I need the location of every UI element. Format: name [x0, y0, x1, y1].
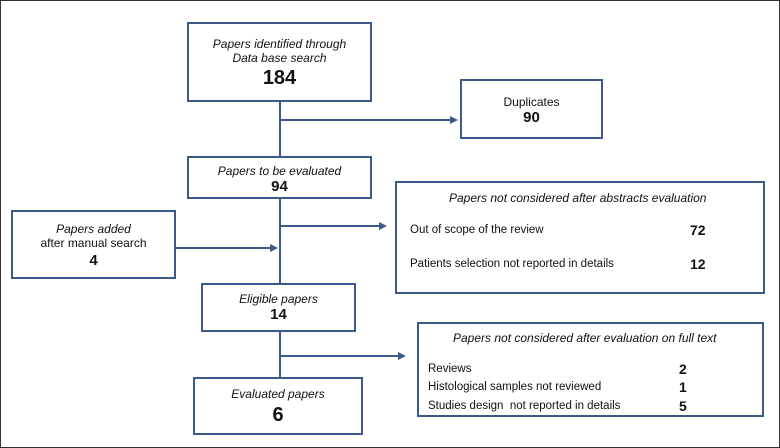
- main-connector-2: [279, 198, 281, 284]
- manual-line1: Papers added: [56, 222, 131, 236]
- eligible-count: 14: [270, 306, 287, 323]
- abstract-excl-connector: [280, 225, 380, 227]
- identified-line1: Papers identified through: [212, 37, 347, 51]
- evaluated-box: Evaluated papers 6: [193, 377, 363, 435]
- identified-box: Papers identified through Data base sear…: [187, 22, 372, 102]
- manual-line2: after manual search: [40, 236, 147, 250]
- to-evaluate-count: 94: [271, 178, 288, 195]
- duplicates-box: Duplicates 90: [460, 79, 603, 139]
- eligible-box: Eligible papers 14: [201, 283, 356, 332]
- abstract-exclusion-row-count: 72: [690, 222, 706, 238]
- main-connector-1: [279, 101, 281, 157]
- abstract-exclusion-title: Papers not considered after abstracts ev…: [449, 191, 707, 205]
- abstract-exclusion-row-label: Patients selection not reported in detai…: [410, 258, 614, 270]
- fulltext-exclusion-row-label: Reviews: [428, 363, 472, 375]
- manual-count: 4: [89, 252, 98, 269]
- identified-count: 184: [262, 67, 297, 89]
- fulltext-excl-connector: [280, 355, 399, 357]
- duplicates-connector: [280, 119, 451, 121]
- manual-search-box: Papers added after manual search 4: [11, 210, 176, 279]
- abstract-exclusion-row-count: 12: [690, 256, 706, 272]
- fulltext-exclusion-title: Papers not considered after evaluation o…: [453, 331, 717, 345]
- abstract-excl-arrow: [379, 222, 387, 230]
- fulltext-exclusion-box: Papers not considered after evaluation o…: [417, 322, 764, 417]
- fulltext-exclusion-row-count: 5: [679, 398, 687, 414]
- fulltext-exclusion-row-count: 1: [679, 379, 687, 395]
- fulltext-exclusion-row-label: Histological samples not reviewed: [428, 381, 602, 393]
- identified-line2: Data base search: [232, 51, 327, 65]
- duplicates-label: Duplicates: [503, 95, 560, 109]
- duplicates-arrow: [450, 116, 458, 124]
- abstract-exclusion-row-label: Out of scope of the review: [410, 224, 544, 236]
- evaluated-label: Evaluated papers: [231, 387, 325, 401]
- manual-arrow: [270, 244, 278, 252]
- to-evaluate-label: Papers to be evaluated: [217, 164, 342, 178]
- to-evaluate-box: Papers to be evaluated 94: [187, 156, 372, 199]
- abstract-exclusion-box: Papers not considered after abstracts ev…: [395, 181, 765, 294]
- fulltext-excl-arrow: [398, 352, 406, 360]
- manual-connector: [175, 247, 271, 249]
- fulltext-exclusion-row-count: 2: [679, 361, 687, 377]
- fulltext-exclusion-row-label: Studies design not reported in details: [428, 400, 621, 412]
- duplicates-count: 90: [523, 109, 540, 126]
- eligible-label: Eligible papers: [239, 292, 318, 306]
- evaluated-count: 6: [272, 404, 284, 426]
